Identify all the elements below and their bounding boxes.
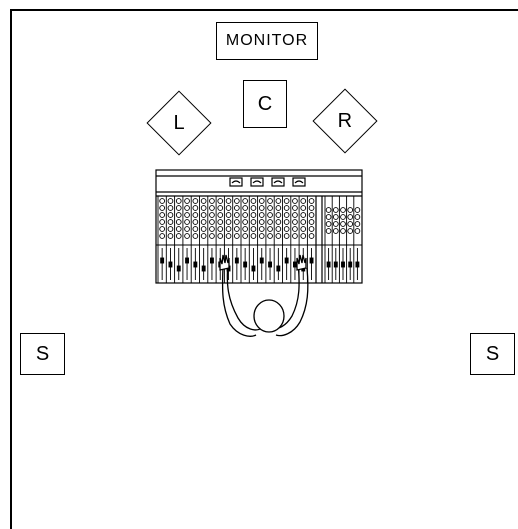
left-speaker-label: L [173, 111, 185, 134]
meter-bridge [229, 177, 306, 187]
surround-right-speaker: S [470, 333, 515, 375]
engineer-figure [219, 254, 309, 337]
monitor-label: MONITOR [216, 22, 318, 60]
room-wall [10, 9, 518, 529]
center-speaker: C [243, 80, 287, 128]
head [253, 299, 285, 333]
channel-strips [156, 196, 362, 283]
surround-left-speaker: S [20, 333, 65, 375]
right-speaker-label: R [337, 109, 353, 132]
